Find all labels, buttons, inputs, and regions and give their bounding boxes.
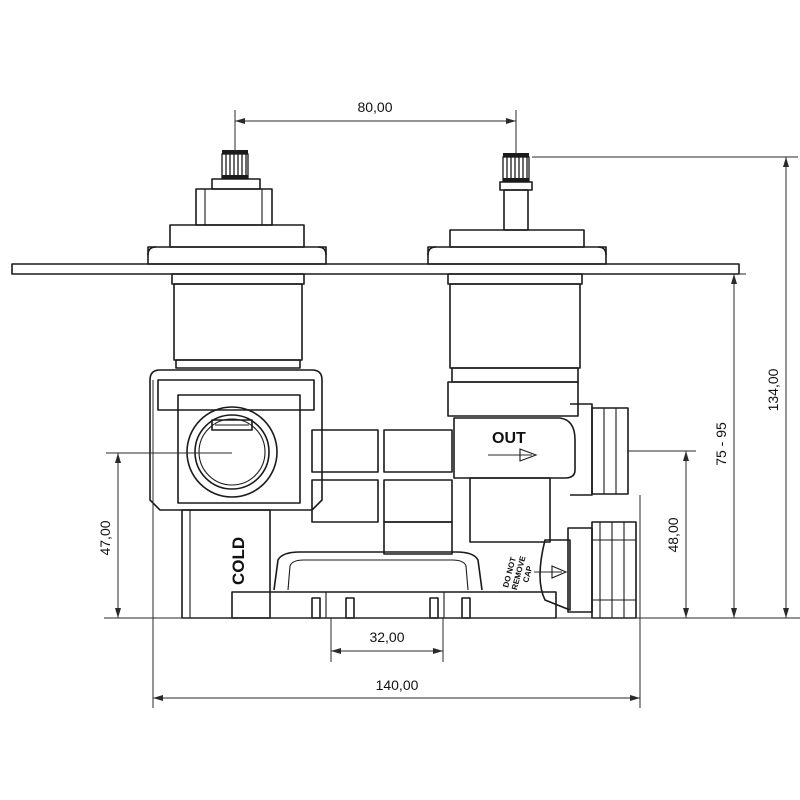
dim-port-spacing-text: 32,00 [369, 629, 404, 645]
dim-port-spacing: 32,00 [330, 618, 444, 662]
cold-label: COLD [229, 537, 248, 585]
left-spindle-assembly [147, 150, 327, 369]
dim-inlet-height-text: 47,00 [97, 520, 113, 555]
cold-inlet-port [186, 406, 278, 498]
dim-spindle-spacing-text: 80,00 [357, 99, 392, 115]
dim-outlet-height-text: 48,00 [665, 517, 681, 552]
flow-arrow-icon [488, 448, 538, 462]
dim-overall-width: 140,00 [152, 380, 641, 708]
dim-wall-depth-range-text: 75 - 95 [713, 422, 729, 466]
out-label: OUT [492, 430, 526, 447]
warning-line-3: CAP [521, 564, 534, 583]
cap-arrow-icon [534, 565, 568, 579]
dim-overall-height: 134,00 [532, 156, 798, 618]
dim-wall-depth-range: 75 - 95 [713, 273, 746, 618]
warning-label-group: DO NOT REMOVE CAP [501, 554, 534, 590]
dim-overall-width-text: 140,00 [376, 677, 419, 693]
right-spindle-spline [502, 153, 530, 182]
dim-overall-height-text: 134,00 [765, 368, 781, 411]
dim-inlet-height: 47,00 [97, 452, 232, 618]
dim-spindle-spacing: 80,00 [234, 99, 517, 155]
right-spindle-assembly [427, 153, 607, 417]
dim-outlet-height: 48,00 [628, 450, 696, 618]
out-label-group: OUT [488, 430, 538, 462]
cover-plate [11, 263, 740, 275]
left-spindle-spline [221, 150, 249, 179]
